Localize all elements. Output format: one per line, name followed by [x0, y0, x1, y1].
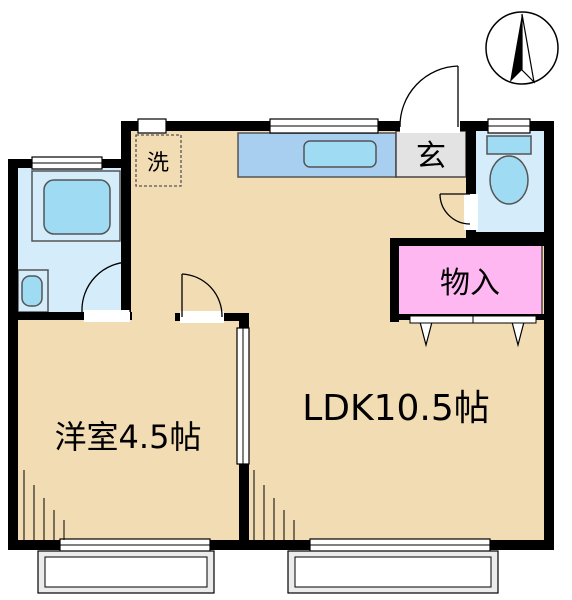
laundry-area: [135, 134, 182, 187]
bathtub: [43, 179, 111, 235]
balconies: [37, 550, 499, 594]
kitchen-sink: [303, 140, 377, 168]
toilet-tank: [486, 135, 532, 155]
storage-door-markers: [419, 321, 525, 348]
western-room-label: 洋室4.5帖: [55, 418, 202, 456]
ldk-label: LDK10.5帖: [302, 388, 490, 429]
entrance-label: 玄: [416, 139, 446, 174]
fixtures: [17, 132, 532, 313]
western-room-floor: [12, 318, 245, 545]
toilet-bowl: [489, 155, 529, 205]
floor-hatching: [23, 470, 295, 540]
north-arrow-icon: [485, 11, 559, 85]
bathtub-outer: [31, 170, 121, 242]
front-door-gap: [400, 119, 460, 133]
doors: [81, 65, 478, 323]
storage-label: 物入: [440, 266, 500, 301]
storage-area: [397, 244, 543, 316]
washbasin: [21, 275, 43, 307]
window-laundry: [137, 118, 167, 134]
laundry-label: 洗: [147, 151, 169, 176]
